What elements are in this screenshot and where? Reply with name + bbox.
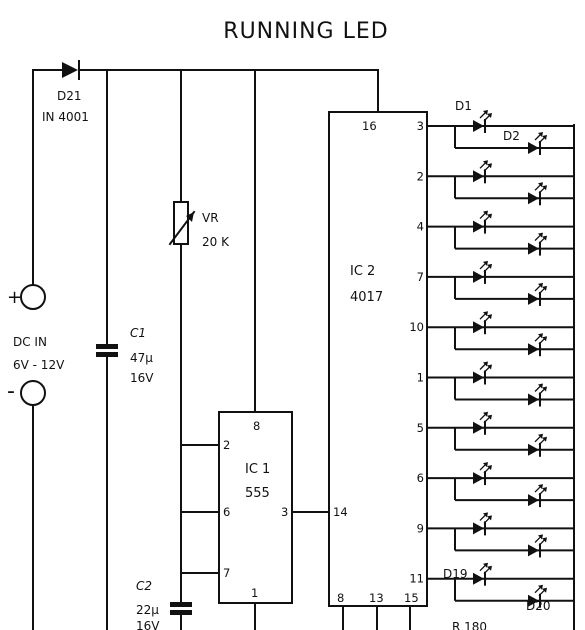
led-icon <box>473 411 492 435</box>
ic2-body <box>328 111 428 607</box>
led-icon <box>528 282 547 306</box>
ic2-outputs: 3 2 4 7 10 1 5 6 9 11 <box>409 110 574 608</box>
ic1-body <box>218 411 293 604</box>
ic1-pin-6: 6 <box>223 505 230 519</box>
c1-value-label: 47µ <box>130 351 153 365</box>
ic2-pin-15: 15 <box>404 591 419 605</box>
dc-input-terminals <box>20 69 46 630</box>
ic2-output-pin-label: 1 <box>417 371 424 385</box>
ic2-output-pin-label: 9 <box>417 521 424 535</box>
output-row: 2 <box>417 160 574 206</box>
led-icon <box>528 433 547 457</box>
dc-minus-sign: - <box>7 379 15 404</box>
led-icon <box>473 562 492 586</box>
ic1-part-label: 555 <box>245 486 270 501</box>
output-row: 4 <box>417 210 574 256</box>
capacitor-c2 <box>170 602 192 630</box>
led-d19-label: D19 <box>443 567 468 581</box>
ic1-pin-8: 8 <box>253 419 260 433</box>
led-icon <box>528 534 547 558</box>
vr-value-label: 20 K <box>202 235 230 249</box>
led-icon <box>473 462 492 486</box>
output-row: 6 <box>417 462 574 508</box>
ic2-pin-8: 8 <box>337 591 344 605</box>
c1-voltage-label: 16V <box>130 371 154 385</box>
ic1-pin-2: 2 <box>223 438 230 452</box>
ic2-output-pin-label: 3 <box>417 119 424 133</box>
led-icon <box>528 232 547 256</box>
resistor-partial-label: R 180 <box>452 620 487 630</box>
led-icon <box>473 361 492 385</box>
c2-label: C2 <box>136 579 152 593</box>
dc-in-label: DC IN <box>13 335 47 349</box>
ic2-part-label: 4017 <box>350 290 383 305</box>
ic2-output-pin-label: 11 <box>409 572 424 586</box>
output-row: 3 <box>417 110 574 155</box>
ic2-output-pin-label: 7 <box>417 270 424 284</box>
d21-label: D21 <box>57 89 82 103</box>
ic1-pin-7: 7 <box>223 566 230 580</box>
ic2-output-pin-label: 2 <box>417 169 424 183</box>
capacitor-c1 <box>96 69 118 630</box>
led-icon <box>473 512 492 536</box>
output-row: 9 <box>417 512 574 558</box>
ic2-bottom-wires <box>342 605 411 630</box>
led-icon <box>528 132 547 155</box>
led-icon <box>528 383 547 407</box>
led-icon <box>473 311 492 335</box>
output-row: 1 <box>417 361 574 407</box>
ic1-pin-3: 3 <box>281 505 288 519</box>
d21-part-label: IN 4001 <box>42 110 89 124</box>
vr-label: VR <box>202 211 219 225</box>
led-d1-label: D1 <box>455 99 472 113</box>
led-icon <box>528 584 547 608</box>
ic2-output-pin-label: 5 <box>417 421 424 435</box>
led-icon <box>528 484 547 508</box>
led-d2-label: D2 <box>503 129 520 143</box>
output-row: 5 <box>417 411 574 457</box>
ic2-pin-16: 16 <box>362 119 377 133</box>
ic1-wires <box>180 69 330 630</box>
ic2-output-pin-label: 4 <box>417 220 424 234</box>
output-row: 7 <box>417 260 574 306</box>
led-d20-label: D20 <box>526 599 551 613</box>
diagram-title: RUNNING LED <box>223 19 388 44</box>
c1-label: C1 <box>130 326 146 340</box>
c2-voltage-label: 16V <box>136 619 160 630</box>
ic2-output-pin-label: 6 <box>417 471 424 485</box>
ic2-output-pin-label: 10 <box>409 320 424 334</box>
c2-value-label: 22µ <box>136 603 159 617</box>
output-row: 11 <box>409 562 574 608</box>
led-icon <box>473 110 492 133</box>
output-row: 10 <box>409 311 574 357</box>
led-icon <box>473 160 492 184</box>
ic1-name-label: IC 1 <box>245 462 270 477</box>
variable-resistor-vr <box>168 69 196 603</box>
ic2-pin-13: 13 <box>369 591 384 605</box>
ic2-name-label: IC 2 <box>350 264 375 279</box>
diode-d21 <box>62 60 80 80</box>
dc-range-label: 6V - 12V <box>13 358 65 372</box>
ic2-pin-14: 14 <box>333 505 348 519</box>
led-icon <box>473 210 492 234</box>
dc-plus-sign: + <box>7 287 22 308</box>
led-icon <box>473 260 492 284</box>
led-icon <box>528 333 547 357</box>
top-rail-wires <box>32 69 379 113</box>
led-icon <box>528 182 547 206</box>
ic1-pin-1: 1 <box>251 586 258 600</box>
